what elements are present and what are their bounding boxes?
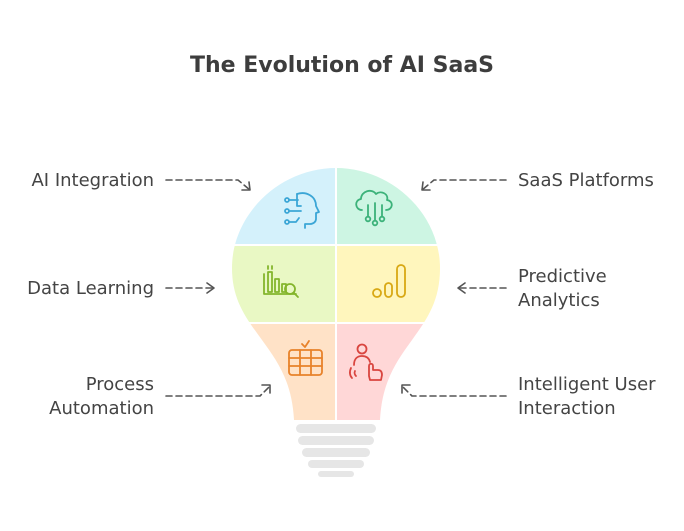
segment-ai-integration <box>232 168 335 244</box>
label-text-line2: Analytics <box>518 290 600 311</box>
ai-head-icon <box>284 192 320 229</box>
base-ring <box>302 448 370 457</box>
bulb-base <box>296 424 376 477</box>
base-ring <box>318 471 354 477</box>
arrow-saas-platforms <box>421 179 507 191</box>
label-text-line2: Automation <box>49 398 154 419</box>
arrow-process-automation <box>165 384 271 397</box>
base-ring <box>296 424 376 433</box>
user-touch-icon <box>349 343 383 381</box>
label-text: Data Learning <box>27 278 154 299</box>
label-text: AI Integration <box>31 170 154 191</box>
bulb-body <box>232 168 440 420</box>
base-ring <box>298 436 374 445</box>
segment-process-automation <box>232 324 335 420</box>
label-text-line1: Predictive <box>518 266 607 287</box>
cloud-network-icon <box>355 189 393 227</box>
label-ai-integration: AI Integration <box>31 169 154 193</box>
label-predictive-analytics: Predictive Analytics <box>518 265 607 313</box>
connector-arrows <box>165 179 507 397</box>
label-saas-platforms: SaaS Platforms <box>518 169 654 193</box>
chart-magnifier-icon <box>263 265 299 298</box>
label-data-learning: Data Learning <box>27 277 154 301</box>
label-text-line1: Intelligent User <box>518 374 656 395</box>
database-icon <box>288 340 323 376</box>
diagram-title: The Evolution of AI SaaS <box>189 53 495 78</box>
label-process-automation: Process Automation <box>49 373 154 421</box>
label-text: SaaS Platforms <box>518 170 654 191</box>
label-intelligent-user-interaction: Intelligent User Interaction <box>518 373 656 421</box>
arrow-ai-integration <box>165 179 251 191</box>
arrow-data-learning <box>165 282 215 294</box>
base-ring <box>308 460 364 468</box>
label-text-line1: Process <box>85 374 154 395</box>
segment-data-learning <box>232 246 335 322</box>
bar-chart-icon <box>372 264 406 298</box>
arrow-intelligent-user-interaction <box>401 384 507 397</box>
segment-saas-platforms <box>337 168 440 244</box>
segment-predictive-analytics <box>337 246 440 322</box>
arrow-predictive-analytics <box>457 282 507 294</box>
label-text-line2: Interaction <box>518 398 616 419</box>
